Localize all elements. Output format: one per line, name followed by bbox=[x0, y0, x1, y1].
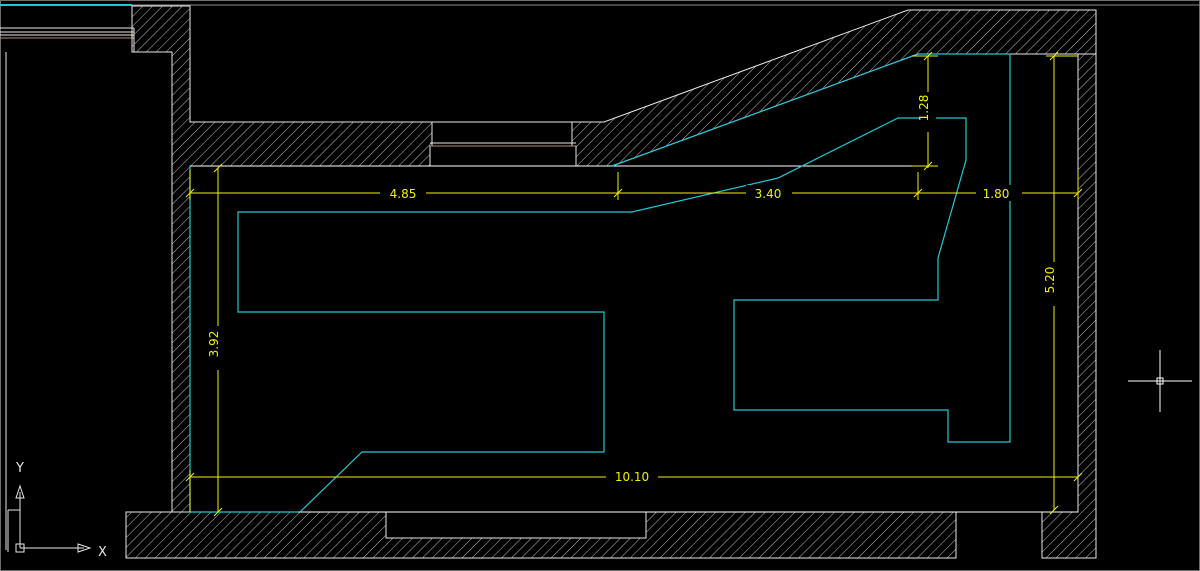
dimension-label-10-10: 10.10 bbox=[615, 470, 649, 484]
ucs-axis-icon bbox=[7, 484, 92, 553]
dimension-label-1-28: 1.28 bbox=[917, 95, 931, 122]
ucs-x-label: X bbox=[98, 545, 107, 560]
wall-upper-left bbox=[131, 5, 433, 513]
wall-top-diagonal bbox=[571, 9, 1097, 167]
outer-cyan-frame bbox=[237, 53, 1011, 513]
left-adjacent-structure bbox=[0, 27, 135, 550]
room-outline bbox=[190, 165, 1078, 513]
dimension-label-3-40: 3.40 bbox=[755, 187, 782, 201]
dimension-label-3-92: 3.92 bbox=[207, 331, 221, 358]
bottom-door-opening bbox=[385, 511, 647, 539]
dimension-text-masks bbox=[210, 92, 1062, 485]
crosshair-cursor-icon[interactable] bbox=[1128, 350, 1192, 412]
dimension-label-4-85: 4.85 bbox=[390, 187, 417, 201]
dimension-label-5-20: 5.20 bbox=[1043, 267, 1057, 294]
top-window-opening bbox=[429, 121, 577, 166]
ucs-y-label: Y bbox=[15, 461, 24, 476]
diagonal-edge bbox=[611, 53, 919, 167]
dimension-label-1-80: 1.80 bbox=[983, 187, 1010, 201]
